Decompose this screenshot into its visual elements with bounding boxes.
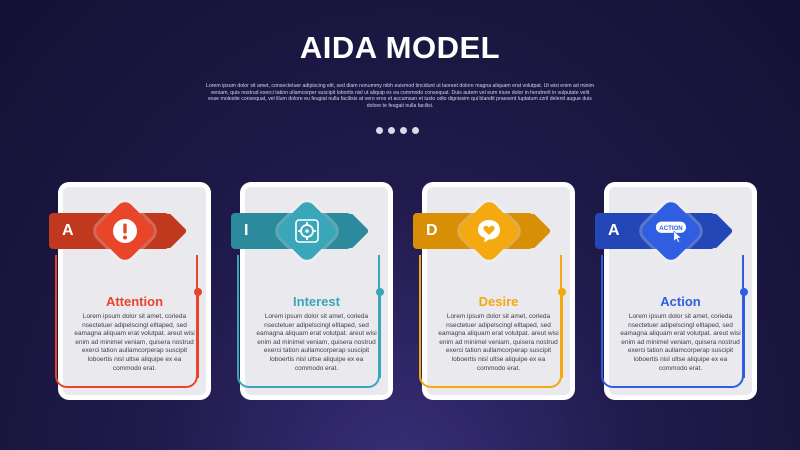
step-outline-segment — [379, 292, 381, 378]
step-letter: D — [426, 222, 438, 239]
step-description: Lorem ipsum dolor sit amet, corieda nsec… — [620, 313, 741, 372]
pagination-dot — [388, 127, 395, 134]
step-outline-segment — [197, 292, 199, 378]
step-outline-segment — [743, 292, 745, 378]
step-letter: A — [608, 222, 620, 239]
page-subtitle: Lorem ipsum dolor sit amet, consectetuer… — [205, 83, 595, 109]
pagination-dot — [400, 127, 407, 134]
step-letter: A — [62, 222, 74, 239]
step-outline-segment — [561, 292, 563, 378]
heart-bubble-icon — [473, 216, 505, 246]
svg-text:ACTION: ACTION — [659, 225, 682, 232]
crosshair-icon — [291, 216, 323, 246]
step-title: Interest — [293, 294, 340, 309]
step-title: Desire — [478, 294, 519, 309]
page-title: AIDA MODEL — [299, 30, 501, 65]
action-click-icon: ACTION — [655, 216, 687, 246]
pagination-dot — [412, 127, 419, 134]
step-description: Lorem ipsum dolor sit amet, corieda nsec… — [438, 313, 559, 372]
step-description: Lorem ipsum dolor sit amet, corieda nsec… — [74, 313, 195, 372]
step-title: Action — [660, 294, 701, 309]
step-letter: I — [244, 222, 249, 239]
exclamation-icon — [109, 216, 141, 246]
pagination-dots — [376, 127, 419, 134]
pagination-dot — [376, 127, 383, 134]
step-description: Lorem ipsum dolor sit amet, corieda nsec… — [256, 313, 377, 372]
step-title: Attention — [105, 294, 164, 309]
